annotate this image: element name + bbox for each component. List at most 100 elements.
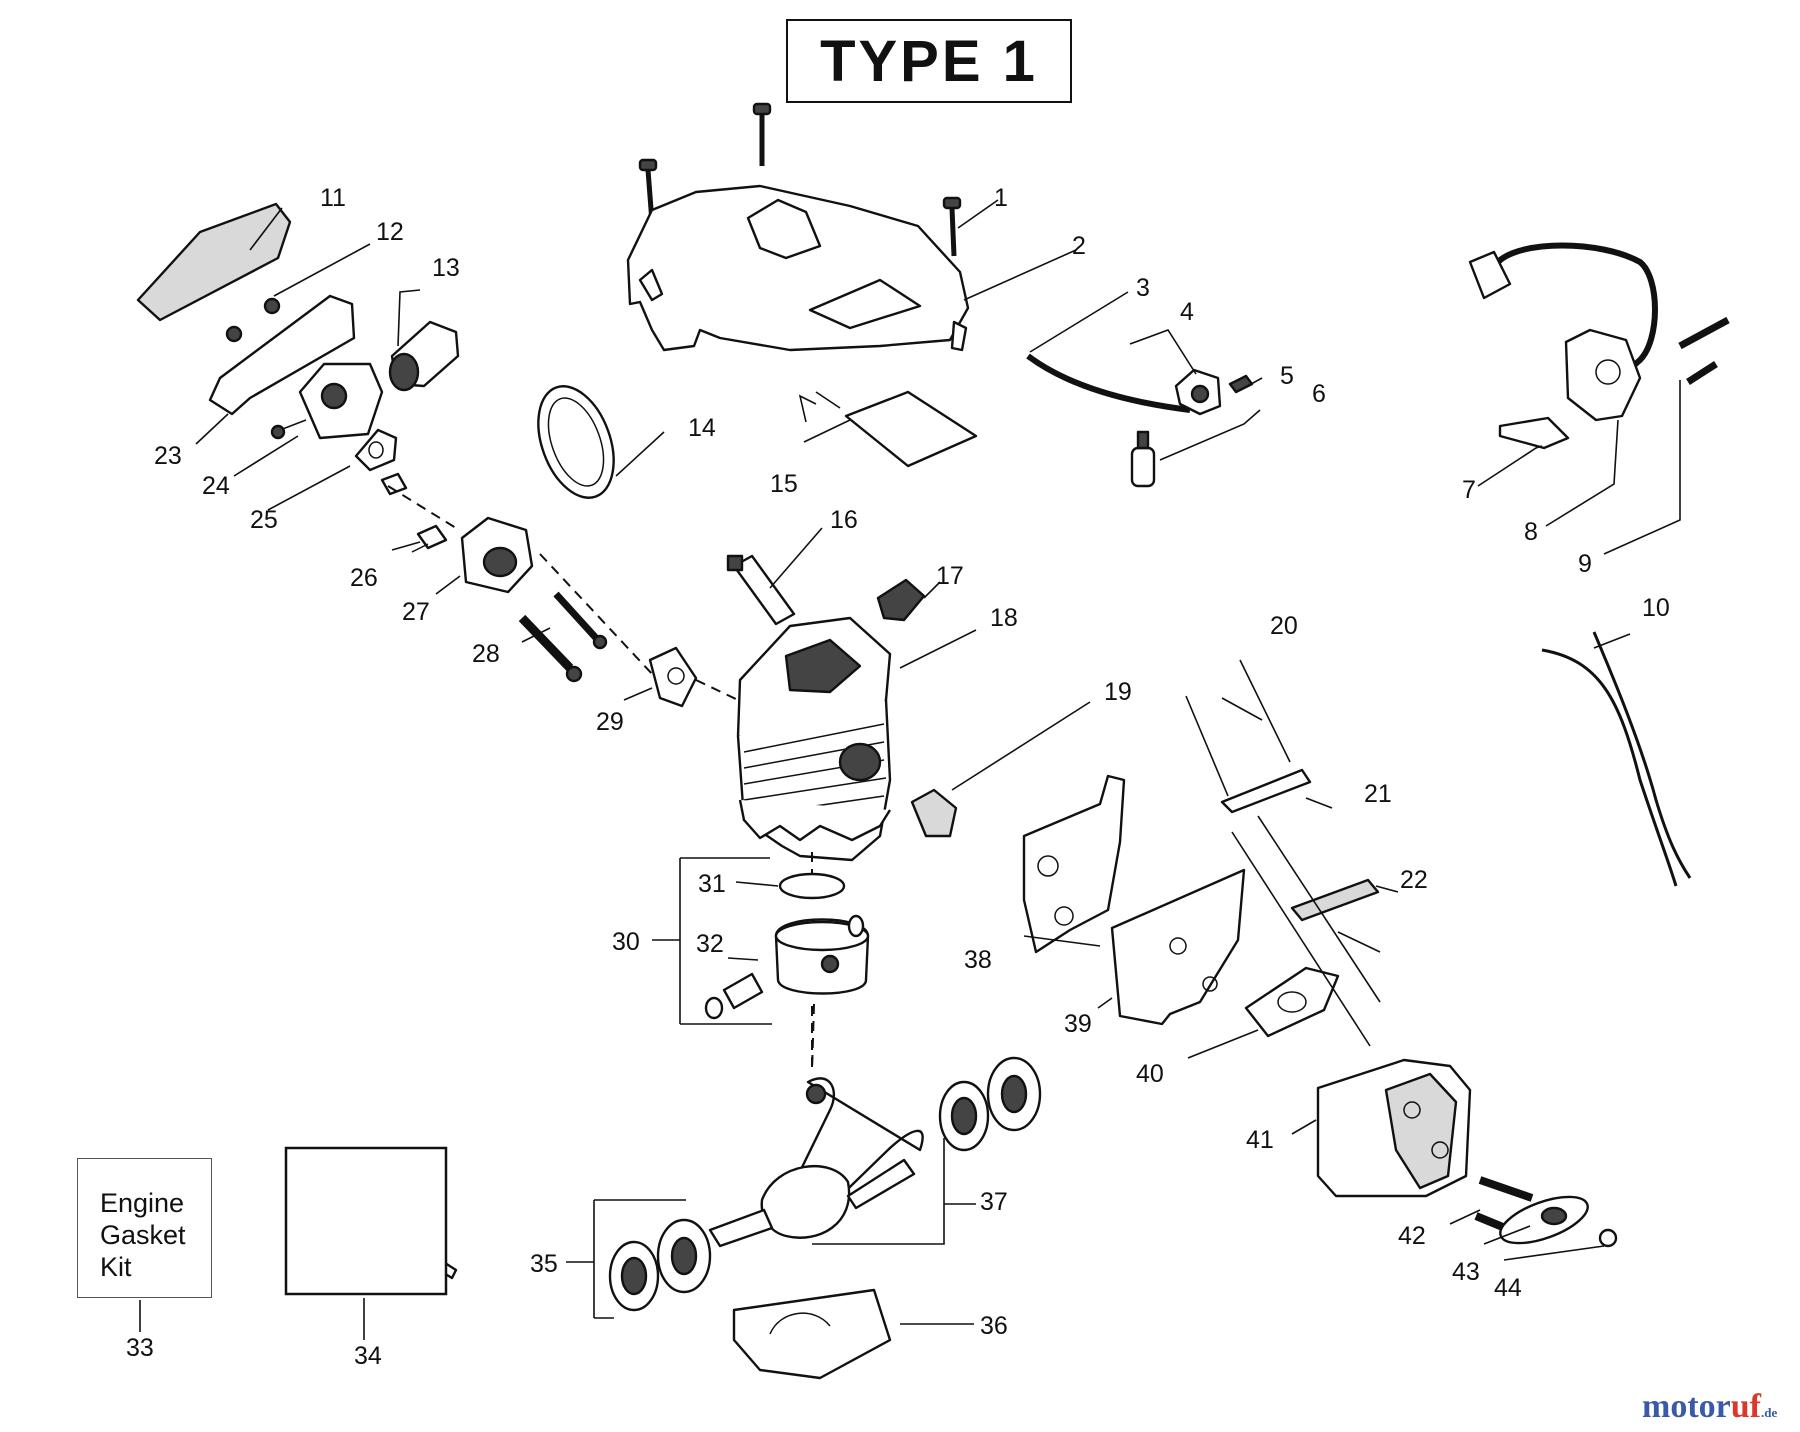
watermark-part-2: uf	[1730, 1388, 1761, 1425]
callout-37: 37	[980, 1188, 1008, 1216]
callout-22: 22	[1400, 866, 1428, 894]
callout-11: 11	[320, 184, 346, 212]
callout-31: 31	[698, 870, 726, 898]
kit-label-line-2: Gasket	[100, 1220, 186, 1250]
kit-label-line-3: Kit	[100, 1252, 132, 1282]
part-bolt-28b	[553, 591, 608, 650]
part-piston-pin	[704, 914, 865, 1020]
callout-39: 39	[1064, 1010, 1092, 1038]
callout-25: 25	[250, 506, 278, 534]
engine-gasket-kit-box: Engine Gasket Kit	[77, 1158, 212, 1298]
part-plate-21	[1220, 768, 1312, 814]
part-wire-harness	[1541, 631, 1692, 887]
part-gasket-40	[1244, 966, 1340, 1038]
callout-38: 38	[964, 946, 992, 974]
callout-9: 9	[1578, 550, 1592, 578]
part-module-screws	[1678, 316, 1730, 385]
part-fuel-filter	[1130, 430, 1156, 488]
part-plug-boot	[876, 578, 926, 622]
callout-3: 3	[1136, 274, 1150, 302]
callout-1: 1	[994, 184, 1008, 212]
part-air-filter	[136, 202, 292, 322]
watermark-part-3: .de	[1760, 1405, 1778, 1420]
tool-box-34	[284, 1146, 448, 1296]
callout-42: 42	[1398, 1222, 1426, 1250]
part-bolt-28	[518, 614, 583, 683]
callout-labels: 1 2 3 4 5 6 7 8 9 10 11 12 13 14 15 16 1…	[126, 184, 1670, 1370]
callout-41: 41	[1246, 1126, 1274, 1154]
part-gasket-38	[1022, 774, 1126, 954]
part-filter-seal	[537, 385, 615, 499]
callout-44: 44	[1494, 1274, 1522, 1302]
callout-18: 18	[990, 604, 1018, 632]
part-short-bracket	[1498, 416, 1570, 450]
part-gasket-22	[1290, 878, 1380, 922]
part-top-cover	[626, 184, 970, 352]
part-screw-5	[1228, 374, 1254, 394]
callout-30: 30	[612, 928, 640, 956]
diagram-title: TYPE 1	[820, 28, 1038, 94]
callout-12: 12	[376, 218, 404, 246]
callout-33: 33	[126, 1334, 154, 1362]
callout-23: 23	[154, 442, 182, 470]
callout-21: 21	[1364, 780, 1392, 808]
callout-6: 6	[1312, 380, 1326, 408]
callout-17: 17	[936, 562, 964, 590]
part-crank-bearing-right	[938, 1056, 1042, 1152]
part-bearing-cap	[732, 1288, 892, 1380]
callout-20: 20	[1270, 612, 1298, 640]
part-hose	[1026, 353, 1191, 413]
callout-35: 35	[530, 1250, 558, 1278]
part-crank-bearing-left	[608, 1218, 712, 1312]
callout-40: 40	[1136, 1060, 1164, 1088]
part-muffler-plate	[1499, 1195, 1589, 1245]
callout-29: 29	[596, 708, 624, 736]
callout-24: 24	[202, 472, 230, 500]
part-screw-intake	[380, 472, 408, 496]
callout-4: 4	[1180, 298, 1194, 326]
part-intake-flange	[460, 516, 534, 594]
callout-2: 2	[1072, 232, 1086, 260]
part-piston	[774, 918, 870, 995]
part-decal	[844, 390, 978, 468]
part-filter-bracket	[208, 294, 356, 416]
callout-26: 26	[350, 564, 378, 592]
part-nut	[1598, 1228, 1618, 1248]
diagram-title-box: TYPE 1	[786, 19, 1072, 103]
part-spark-plug	[726, 554, 796, 626]
callout-28: 28	[472, 640, 500, 668]
part-carb-gasket	[354, 428, 398, 472]
watermark-logo: motoruf.de	[1642, 1388, 1777, 1426]
callout-32: 32	[696, 930, 724, 958]
part-muffler	[1316, 1058, 1472, 1198]
callout-8: 8	[1524, 518, 1538, 546]
kit-label-line-1: Engine	[100, 1188, 185, 1218]
part-intake-gasket	[648, 646, 698, 708]
part-crankshaft	[708, 1077, 924, 1248]
part-carburetor	[270, 362, 384, 440]
callout-13: 13	[432, 254, 460, 282]
callout-34: 34	[354, 1342, 382, 1370]
assembly-guide-lines	[387, 485, 815, 1073]
part-decompression-cap	[910, 788, 958, 838]
callout-27: 27	[402, 598, 430, 626]
callout-15: 15	[770, 470, 798, 498]
part-ignition-module	[1468, 242, 1658, 422]
callout-19: 19	[1104, 678, 1132, 706]
part-piston-ring	[778, 872, 846, 900]
leader-lines	[139, 199, 1681, 1340]
callout-5: 5	[1280, 362, 1294, 390]
part-screw-26	[411, 524, 448, 553]
callout-14: 14	[688, 414, 716, 442]
part-cylinder	[736, 616, 892, 862]
part-intake-elbow	[388, 320, 460, 392]
callout-10: 10	[1642, 594, 1670, 622]
part-heat-shield	[1110, 868, 1246, 1026]
callout-36: 36	[980, 1312, 1008, 1340]
callout-43: 43	[1452, 1258, 1480, 1286]
part-cover-screws	[638, 102, 962, 257]
callout-7: 7	[1462, 476, 1476, 504]
callout-16: 16	[830, 506, 858, 534]
watermark-part-1: motor	[1642, 1388, 1731, 1425]
